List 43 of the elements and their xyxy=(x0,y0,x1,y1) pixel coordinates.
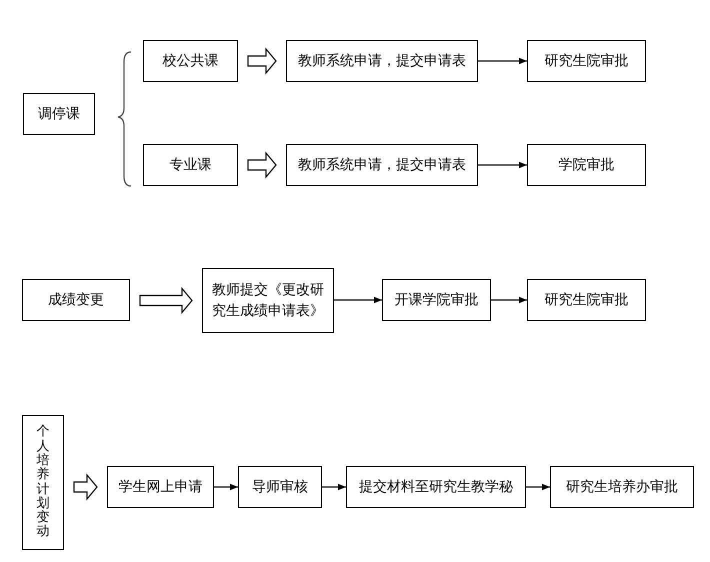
process-box xyxy=(238,466,322,508)
process-box xyxy=(286,40,478,82)
box-label: 开课学院审批 xyxy=(394,290,478,310)
box-label: 教师提交《更改研究生成绩申请表》 xyxy=(211,280,325,320)
arrow xyxy=(214,484,238,490)
process-box xyxy=(202,268,334,333)
arrow xyxy=(478,162,527,168)
box-label: 专业课 xyxy=(170,156,212,174)
arrow xyxy=(334,296,382,304)
process-box xyxy=(22,279,130,321)
block-arrow xyxy=(247,47,277,75)
process-box xyxy=(527,144,646,186)
box-label: 校公共课 xyxy=(162,52,218,70)
process-box xyxy=(527,40,646,82)
arrow xyxy=(478,58,527,64)
process-box xyxy=(550,466,694,508)
box-label: 调停课 xyxy=(38,104,80,124)
block-arrow xyxy=(247,151,277,179)
process-box xyxy=(286,144,478,186)
box-label: 成绩变更 xyxy=(48,290,104,310)
box-label: 研究生培养办审批 xyxy=(566,478,678,496)
process-box xyxy=(143,144,238,186)
box-label: 教师系统申请，提交申请表 xyxy=(298,52,466,70)
vertical-label: 个人培养计划变动 xyxy=(36,425,50,540)
box-label: 研究生院审批 xyxy=(544,290,628,310)
box-label: 提交材料至研究生教学秘 xyxy=(359,478,513,496)
box-label: 导师审核 xyxy=(252,478,308,496)
process-box xyxy=(346,466,526,508)
arrow xyxy=(526,484,550,490)
box-label: 教师系统申请，提交申请表 xyxy=(298,156,466,174)
box-label: 学院审批 xyxy=(558,156,614,174)
box-label: 学生网上申请 xyxy=(118,478,202,496)
block-arrow xyxy=(139,286,193,314)
process-box xyxy=(382,279,491,321)
block-arrow xyxy=(73,473,98,501)
process-box xyxy=(22,415,64,550)
process-box xyxy=(23,93,95,135)
process-box xyxy=(143,40,238,82)
arrow xyxy=(491,296,527,304)
process-box xyxy=(527,279,646,321)
box-label: 研究生院审批 xyxy=(544,52,628,70)
process-box xyxy=(107,466,214,508)
arrow xyxy=(322,484,346,490)
